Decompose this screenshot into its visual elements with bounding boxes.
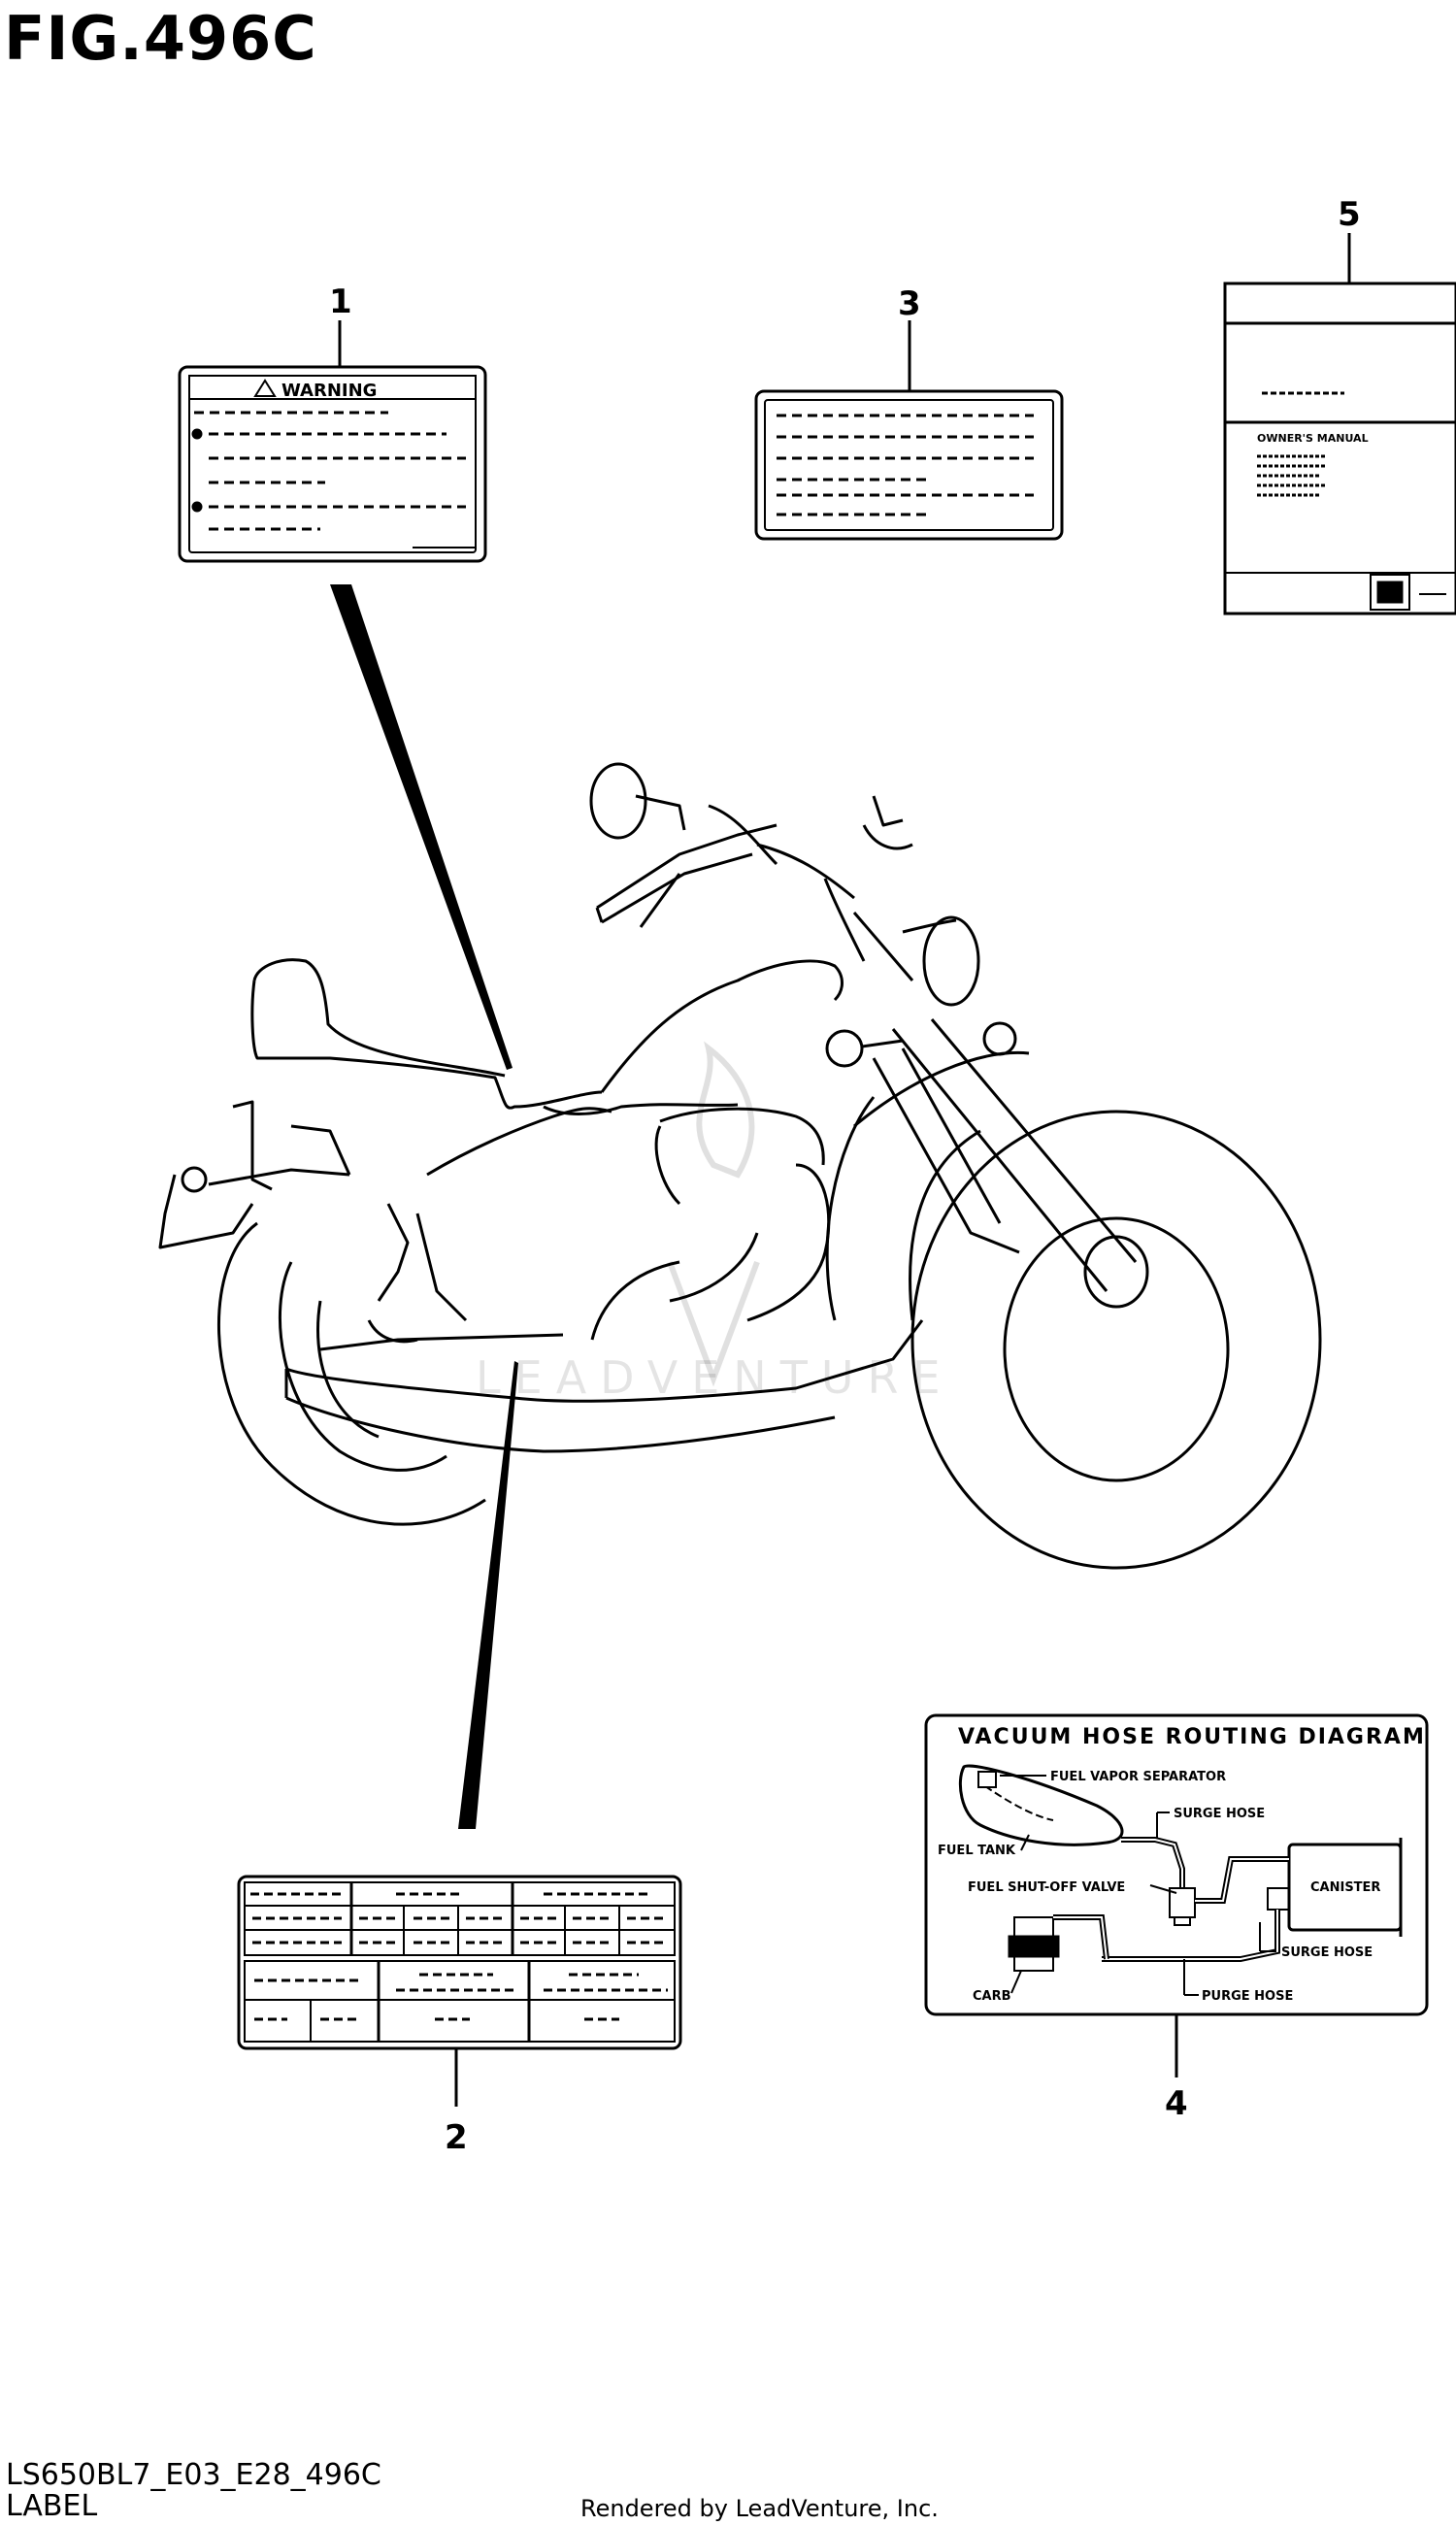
part-surge-hose-top: SURGE HOSE	[1174, 1807, 1265, 1821]
owners-manual-booklet	[1223, 282, 1456, 615]
label-3	[754, 389, 1064, 541]
callout-4: 4	[1165, 2084, 1188, 2123]
part-fuel-shut-off-valve: FUEL SHUT-OFF VALVE	[968, 1880, 1125, 1895]
watermark-logo	[667, 1041, 760, 1387]
callout-2: 2	[445, 2118, 468, 2157]
part-canister: CANISTER	[1310, 1880, 1380, 1895]
warning-label	[178, 365, 487, 563]
diagram-code: LS650BL7_E03_E28_496C	[6, 2458, 381, 2492]
callout-3: 3	[898, 284, 921, 323]
part-carb: CARB	[973, 1989, 1011, 2004]
motorcycle-outline	[158, 762, 1322, 1570]
part-surge-hose-right: SURGE HOSE	[1281, 1945, 1373, 1960]
vacuum-hose-texts: VACUUM HOSE ROUTING DIAGRAM FUEL VAPOR S…	[938, 1725, 1426, 2004]
part-fuel-tank: FUEL TANK	[938, 1844, 1016, 1858]
callout-numbers: 1 2 3 4 5	[329, 195, 1361, 2157]
callout-1: 1	[329, 283, 352, 321]
part-purge-hose: PURGE HOSE	[1202, 1989, 1293, 2004]
fuel-tank-drawing	[958, 1764, 1124, 1846]
owners-manual-title: OWNER'S MANUAL	[1257, 432, 1369, 445]
callout-5: 5	[1338, 195, 1361, 234]
diagram-name: LABEL	[6, 2489, 98, 2523]
part-fuel-vapor-separator: FUEL VAPOR SEPARATOR	[1050, 1770, 1226, 1784]
vacuum-hose-label	[924, 1713, 1429, 2016]
figure-title: FIG.496C	[4, 3, 317, 74]
callout-leaders	[330, 233, 1351, 2107]
vacuum-diagram-title: VACUUM HOSE ROUTING DIAGRAM	[958, 1725, 1426, 1749]
warning-label-heading: WARNING	[281, 381, 377, 401]
rendered-by-credit: Rendered by LeadVenture, Inc.	[580, 2495, 939, 2522]
tire-info-label	[237, 1875, 682, 2050]
